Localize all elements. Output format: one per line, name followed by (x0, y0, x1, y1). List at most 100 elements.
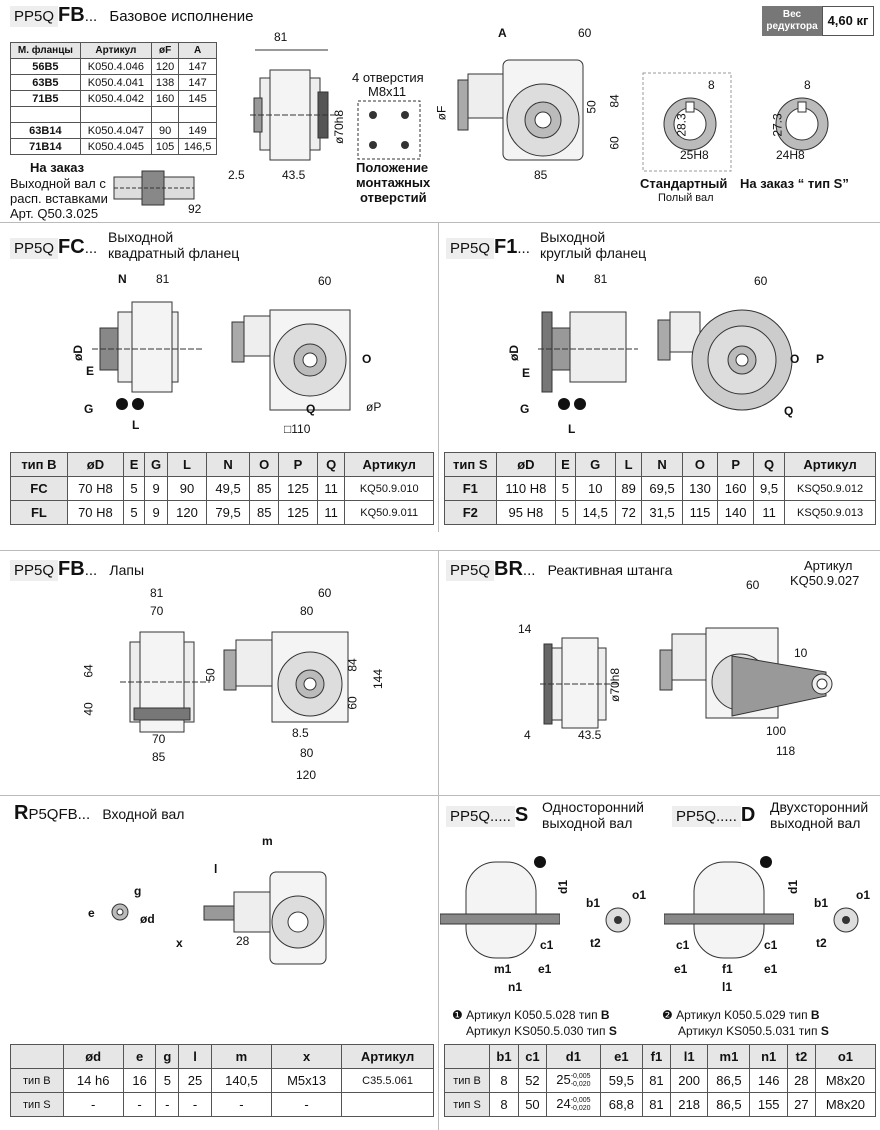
fc-side-view (92, 301, 202, 410)
dim-G: G (520, 402, 530, 416)
cell: 56B5 (10, 58, 81, 75)
series-code: P5QFB (28, 806, 78, 823)
cell: 85 (249, 476, 280, 501)
cell: тип S (10, 1092, 64, 1117)
table-row: тип S------ (10, 1092, 434, 1117)
cell: 125 (278, 476, 318, 501)
dim-g: g (134, 884, 142, 898)
cell: KSQ50.9.012 (784, 476, 876, 501)
cell: 5 (122, 500, 146, 525)
cell: 68,8 (599, 1092, 643, 1117)
dim-l1: l1 (722, 980, 733, 994)
f1-side-view (538, 311, 638, 410)
dim-144: 144 (371, 668, 386, 690)
col-header (10, 1044, 64, 1069)
cell: 69,5 (641, 476, 683, 501)
series-prefix: PP5Q..... (446, 806, 515, 827)
dim-m1: m1 (494, 962, 512, 976)
cell: KQ50.9.010 (344, 476, 434, 501)
cell: KQ50.9.011 (344, 500, 434, 525)
dim-64: 64 (81, 664, 96, 678)
dim-81: 81 (150, 586, 164, 600)
torque-arm-side-view (540, 637, 620, 729)
col-header: Q (752, 452, 786, 477)
col-header: P (717, 452, 754, 477)
series-suffix: ... (84, 8, 98, 25)
col-header: тип B (10, 452, 68, 477)
cell (10, 106, 81, 123)
dim-m: m (262, 834, 273, 848)
gearbox-front-view (457, 59, 584, 161)
separator (0, 550, 880, 551)
cell: - (155, 1092, 180, 1117)
cell: 63B5 (10, 74, 81, 91)
dim-A: A (498, 26, 507, 40)
dim-70b: 70 (152, 732, 166, 746)
note-2: ❷ Артикул K050.5.029 тип B (662, 1008, 820, 1023)
cell: 25-0,005-0,020 (545, 1068, 601, 1093)
note-type: B (600, 1008, 610, 1022)
cell: 8 (489, 1092, 519, 1117)
section-title: Базовое исполнение (109, 8, 254, 25)
note-text: Артикул KS050.5.031 тип (678, 1024, 821, 1038)
article-label: Артикул (804, 558, 853, 573)
keyway-s-drawing (775, 97, 829, 151)
dim-24h8: 24H8 (776, 148, 805, 162)
input-shaft-front-view (203, 871, 327, 965)
cell: 218 (669, 1092, 709, 1117)
section-title: выходной вал (542, 815, 633, 831)
col-header: øD (495, 452, 557, 477)
cell: 90 (167, 476, 207, 501)
cell: F2 (444, 500, 497, 525)
dim-e1: e1 (764, 962, 778, 976)
fc-front-view (231, 309, 351, 411)
dim-b1: b1 (814, 896, 829, 910)
weight-value: 4,60 кг (822, 6, 874, 36)
cell: 71B14 (10, 138, 81, 155)
note-type: S (820, 1024, 829, 1038)
cell: K050.4.046 (79, 58, 153, 75)
standard-title: Стандартный (640, 176, 728, 191)
cell-value: 24 (556, 1096, 571, 1112)
tolerance: -0,020 (570, 1080, 591, 1088)
col-header: l1 (669, 1044, 709, 1069)
dim-b1: b1 (586, 896, 601, 910)
col-header: m1 (707, 1044, 751, 1069)
cell (151, 106, 180, 123)
cell: M8x20 (814, 1068, 877, 1093)
cell: 120 (167, 500, 207, 525)
col-header: O (681, 452, 719, 477)
dim-e: e (88, 906, 95, 920)
cell: 147 (178, 74, 217, 91)
dim-4: 4 (524, 728, 531, 742)
shaft-drawing (113, 170, 195, 206)
series-code: FC (58, 236, 85, 258)
cell: 125 (278, 500, 318, 525)
col-header: Артикул (341, 1044, 434, 1069)
cell: 49,5 (205, 476, 251, 501)
col-header: N (641, 452, 683, 477)
separator (438, 550, 439, 795)
series-prefix: R (14, 802, 29, 824)
cell: - (178, 1092, 212, 1117)
series-prefix: PP5Q (10, 238, 59, 259)
dim-70: 70 (150, 604, 164, 618)
dim-25h8: 25H8 (680, 148, 709, 162)
dim-D: øD (507, 345, 521, 361)
col-header: e (122, 1044, 157, 1069)
cell: K050.4.042 (79, 90, 153, 107)
cell: 59,5 (599, 1068, 643, 1093)
series-prefix: PP5Q..... (672, 806, 741, 827)
dim-P: øP (366, 400, 382, 414)
col-header: G (144, 452, 169, 477)
mounting-label: отверстий (360, 190, 427, 205)
dim-60: 60 (746, 578, 760, 592)
col-header: b1 (489, 1044, 519, 1069)
cell: 85 (249, 500, 280, 525)
dim-43-5: 43.5 (578, 728, 602, 742)
